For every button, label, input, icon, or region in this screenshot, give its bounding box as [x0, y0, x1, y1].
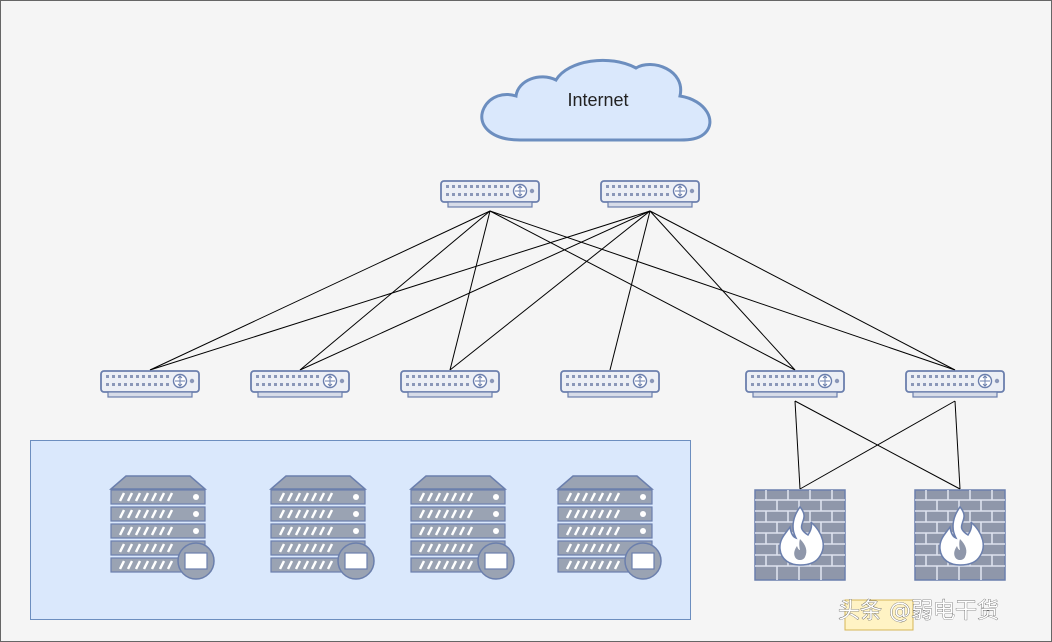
server-2[interactable] [269, 474, 376, 581]
link-core-switch-2-access-switch-1 [149, 210, 651, 371]
link-core-switch-2-access-switch-5 [649, 210, 796, 371]
link-core-switch-1-access-switch-1 [149, 210, 491, 371]
cloud-icon [480, 58, 712, 142]
server-4[interactable] [556, 474, 663, 581]
link-core-switch-2-access-switch-4 [609, 210, 651, 371]
link-core-switch-1-access-switch-2 [299, 210, 491, 371]
server-3[interactable] [409, 474, 516, 581]
watermark-highlight [844, 599, 914, 631]
link-core-switch-2-access-switch-3 [449, 210, 651, 371]
links-layer [149, 210, 961, 490]
access-switch-2[interactable] [250, 370, 350, 398]
link-core-switch-1-access-switch-3 [449, 210, 491, 371]
internet-cloud[interactable]: Internet [480, 58, 712, 142]
watermark: 头条 @弱电干货 [838, 599, 999, 631]
core-switch-2[interactable] [600, 180, 700, 208]
link-access-switch-6-firewall-1 [799, 400, 956, 490]
access-switch-3[interactable] [400, 370, 500, 398]
access-switch-1[interactable] [100, 370, 200, 398]
cloud-label: Internet [567, 90, 628, 110]
watermark-text: 头条 @弱电干货 [838, 599, 999, 624]
firewall-1[interactable] [754, 489, 846, 581]
core-switch-1[interactable] [440, 180, 540, 208]
server-1[interactable] [109, 474, 216, 581]
link-access-switch-5-firewall-1 [794, 400, 801, 490]
link-core-switch-2-access-switch-2 [299, 210, 651, 371]
access-switch-6[interactable] [905, 370, 1005, 398]
access-switch-4[interactable] [560, 370, 660, 398]
access-switch-5[interactable] [745, 370, 845, 398]
firewall-2[interactable] [914, 489, 1006, 581]
link-access-switch-6-firewall-2 [954, 400, 961, 490]
link-core-switch-2-access-switch-6 [649, 210, 956, 371]
link-core-switch-1-access-switch-5 [489, 210, 796, 371]
